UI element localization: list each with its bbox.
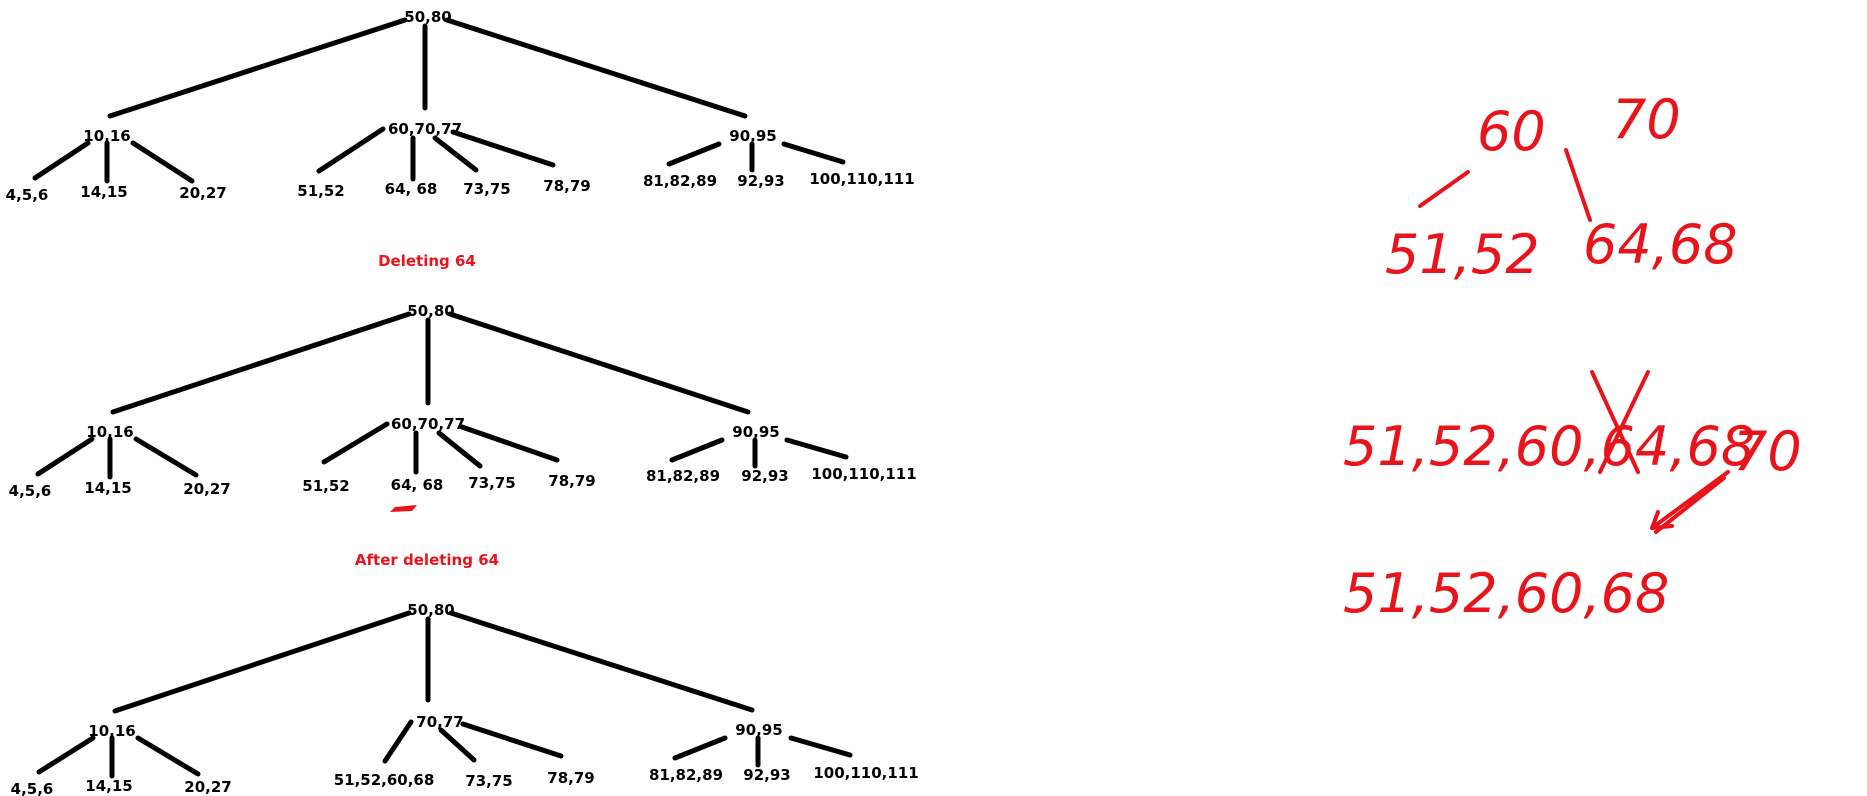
hand-stroke-left xyxy=(1418,170,1470,208)
edge-a-a3 xyxy=(135,735,201,777)
leaf-78-79: 78,79 xyxy=(547,769,594,787)
edge-b-b4 xyxy=(450,129,556,168)
node-left: 10,16 xyxy=(83,127,130,145)
leaf-81-82-89: 81,82,89 xyxy=(649,766,723,784)
node-root: 50,80 xyxy=(404,8,451,26)
leaf-14-15: 14,15 xyxy=(85,777,132,795)
edge-a-a3 xyxy=(130,140,195,184)
edge-b-b3 xyxy=(436,430,483,469)
edge-b-b1 xyxy=(382,719,414,764)
edge-r-c xyxy=(448,610,755,713)
edge-a-a1 xyxy=(32,140,91,181)
node-root: 50,80 xyxy=(407,601,454,619)
leaf-64-68: 64, 68 xyxy=(391,476,444,494)
leaf-20-27: 20,27 xyxy=(183,480,230,498)
node-middle: 70,77 xyxy=(416,713,463,731)
hand-60: 60 xyxy=(1477,100,1546,163)
leaf-14-15: 14,15 xyxy=(84,479,131,497)
edge-c-c3 xyxy=(788,735,853,758)
edge-a-a1 xyxy=(35,436,95,477)
edge-c-c3 xyxy=(781,141,846,165)
leaf-51-52-60-68: 51,52,60,68 xyxy=(334,771,435,789)
edge-c-c3 xyxy=(784,437,849,460)
hand-51-52: 51,52 xyxy=(1385,223,1540,286)
edge-b-b3 xyxy=(432,135,479,173)
leaf-4-5-6: 4,5,6 xyxy=(6,186,49,204)
hand-stroke-right xyxy=(1564,148,1592,222)
edge-b-b4 xyxy=(460,721,564,759)
leaf-81-82-89: 81,82,89 xyxy=(646,467,720,485)
node-left: 10,16 xyxy=(86,423,133,441)
edge-c-c1 xyxy=(666,141,722,167)
node-left: 10,16 xyxy=(88,722,135,740)
edge-b-b1 xyxy=(316,126,386,174)
leaf-51-52: 51,52 xyxy=(297,182,344,200)
hand-arrow-icon xyxy=(1650,470,1730,534)
hand-cross-out xyxy=(1590,370,1650,474)
edge-b-b1 xyxy=(321,421,390,465)
leaf-100-110-111: 100,110,111 xyxy=(813,764,918,782)
edge-c-c1 xyxy=(669,437,725,463)
caption-deleting: Deleting 64 xyxy=(378,252,476,270)
leaf-100-110-111: 100,110,111 xyxy=(811,465,916,483)
leaf-14-15: 14,15 xyxy=(80,183,127,201)
leaf-73-75: 73,75 xyxy=(465,772,512,790)
leaf-20-27: 20,27 xyxy=(179,184,226,202)
hand-merge-row: 51,52,60,64,68 xyxy=(1343,415,1755,478)
delete-marker xyxy=(390,505,417,512)
node-right: 90,95 xyxy=(732,423,779,441)
edge-r-c xyxy=(447,311,751,415)
edge-r-a xyxy=(107,17,408,119)
leaf-51-52: 51,52 xyxy=(302,477,349,495)
leaf-4-5-6: 4,5,6 xyxy=(9,482,52,500)
leaf-78-79: 78,79 xyxy=(543,177,590,195)
edge-r-a xyxy=(110,311,412,415)
edge-r-c xyxy=(444,17,748,119)
hand-64-68: 64,68 xyxy=(1583,213,1738,276)
node-right: 90,95 xyxy=(735,721,782,739)
tree-original: 50,80 10,16 60,70,77 90,95 4,5,6 14,15 2… xyxy=(6,8,915,204)
leaf-92-93: 92,93 xyxy=(737,172,784,190)
node-root: 50,80 xyxy=(407,302,454,320)
node-right: 90,95 xyxy=(729,127,776,145)
leaf-100-110-111: 100,110,111 xyxy=(809,170,914,188)
tree-deleting: 50,80 10,16 60,70,77 90,95 4,5,6 14,15 2… xyxy=(9,302,917,512)
hand-result-row: 51,52,60,68 xyxy=(1343,562,1669,625)
hand-70-top: 70 xyxy=(1612,88,1681,151)
edge-a-a3 xyxy=(133,436,199,478)
node-middle: 60,70,77 xyxy=(388,120,462,138)
leaf-78-79: 78,79 xyxy=(548,472,595,490)
edge-a-a1 xyxy=(36,735,96,775)
leaf-73-75: 73,75 xyxy=(463,180,510,198)
edge-b-b4 xyxy=(459,424,560,463)
edge-c-c1 xyxy=(672,735,728,761)
leaf-92-93: 92,93 xyxy=(741,467,788,485)
caption-after-deleting: After deleting 64 xyxy=(355,551,499,569)
handwritten-annotations: 60 70 51,52 64,68 51,52,60,64,68 70 51,5… xyxy=(1343,88,1802,625)
hand-70-mid: 70 xyxy=(1733,420,1802,483)
node-middle: 60,70,77 xyxy=(391,415,465,433)
leaf-4-5-6: 4,5,6 xyxy=(11,780,54,796)
leaf-64-68: 64, 68 xyxy=(385,180,438,198)
tree-after-deleting: 50,80 10,16 70,77 90,95 4,5,6 14,15 20,2… xyxy=(11,601,919,796)
leaf-81-82-89: 81,82,89 xyxy=(643,172,717,190)
leaf-73-75: 73,75 xyxy=(468,474,515,492)
leaf-20-27: 20,27 xyxy=(184,778,231,796)
edge-r-a xyxy=(112,610,412,714)
leaf-92-93: 92,93 xyxy=(743,766,790,784)
edge-b-b3 xyxy=(438,727,477,763)
